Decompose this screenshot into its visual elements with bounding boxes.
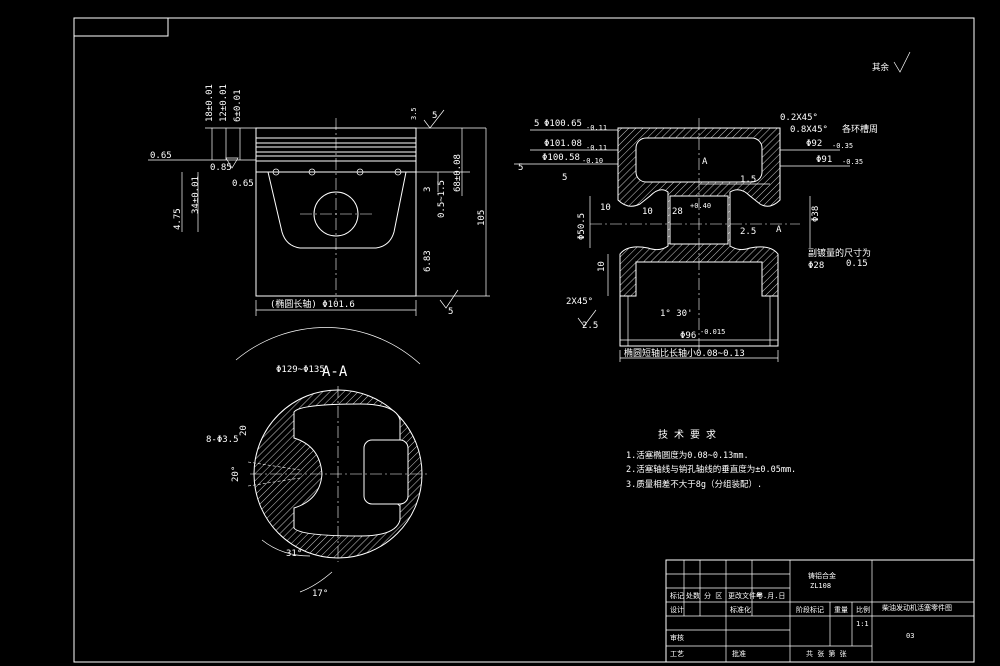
cut-a-right: A bbox=[776, 225, 782, 235]
svg-text:68±0.08: 68±0.08 bbox=[453, 154, 463, 192]
svg-text:副镀量的尺寸为: 副镀量的尺寸为 bbox=[808, 247, 871, 259]
aa-section-view: A-A Φ129~Φ135 8-Φ3.5 20 20° 31° 17° bbox=[206, 327, 430, 599]
svg-text:Φ100.65: Φ100.65 bbox=[544, 119, 582, 129]
svg-text:0.85: 0.85 bbox=[210, 163, 232, 173]
svg-text:(椭圆长轴) Φ101.6: (椭圆长轴) Φ101.6 bbox=[270, 298, 355, 310]
svg-text:更改文件号: 更改文件号 bbox=[728, 591, 763, 600]
cut-a-left: A bbox=[702, 157, 708, 167]
svg-text:0.65: 0.65 bbox=[232, 179, 254, 189]
svg-text:28: 28 bbox=[672, 207, 683, 217]
svg-text:其余: 其余 bbox=[872, 62, 890, 73]
svg-text:年.月.日: 年.月.日 bbox=[756, 591, 785, 600]
svg-text:2.活塞轴线与销孔轴线的垂直度为±0.05mm.: 2.活塞轴线与销孔轴线的垂直度为±0.05mm. bbox=[626, 464, 796, 475]
svg-text:Φ101.08: Φ101.08 bbox=[544, 139, 582, 149]
svg-text:-0.35: -0.35 bbox=[832, 142, 853, 150]
svg-text:+0.40: +0.40 bbox=[690, 202, 711, 210]
svg-text:20: 20 bbox=[239, 425, 249, 436]
svg-text:分 区: 分 区 bbox=[704, 591, 722, 600]
svg-text:重量: 重量 bbox=[834, 606, 848, 614]
svg-text:阶段标记: 阶段标记 bbox=[796, 605, 824, 614]
svg-text:处数: 处数 bbox=[686, 591, 700, 600]
svg-text:1.活塞椭圆度为0.08~0.13mm.: 1.活塞椭圆度为0.08~0.13mm. bbox=[626, 450, 749, 461]
svg-text:20°: 20° bbox=[231, 466, 241, 482]
svg-text:-0.015: -0.015 bbox=[700, 328, 725, 336]
section-view: A A 5 Φ100.65 -0.11 Φ101.08 -0.11 Φ100.5… bbox=[514, 113, 878, 362]
svg-text:3.质量相差不大于8g（分组装配）.: 3.质量相差不大于8g（分组装配）. bbox=[626, 479, 762, 490]
svg-text:0.15: 0.15 bbox=[846, 259, 868, 269]
svg-text:Φ50.5: Φ50.5 bbox=[577, 213, 587, 240]
svg-text:Φ100.58: Φ100.58 bbox=[542, 153, 580, 163]
svg-text:Φ129~Φ135: Φ129~Φ135 bbox=[276, 365, 325, 375]
front-view: 18±0.01 12±0.01 6±0.01 0.65 0.85 0.65 4.… bbox=[148, 84, 490, 317]
svg-text:各环槽周: 各环槽周 bbox=[842, 123, 878, 135]
svg-text:3.5: 3.5 bbox=[410, 107, 418, 120]
svg-text:4.75: 4.75 bbox=[173, 208, 183, 230]
svg-text:8-Φ3.5: 8-Φ3.5 bbox=[206, 435, 239, 445]
svg-text:共 张 第 张: 共 张 第 张 bbox=[806, 649, 847, 658]
aa-title: A-A bbox=[322, 364, 348, 380]
svg-text:0.8X45°: 0.8X45° bbox=[790, 125, 828, 135]
svg-text:5: 5 bbox=[518, 163, 523, 173]
svg-text:10: 10 bbox=[600, 203, 611, 213]
svg-text:2X45°: 2X45° bbox=[566, 297, 593, 307]
svg-text:34±0.01: 34±0.01 bbox=[191, 176, 201, 214]
svg-text:椭圆短轴比长轴小0.08~0.13: 椭圆短轴比长轴小0.08~0.13 bbox=[624, 347, 745, 359]
svg-text:3: 3 bbox=[423, 187, 433, 192]
svg-text:5: 5 bbox=[534, 119, 539, 129]
svg-text:审核: 审核 bbox=[670, 633, 684, 642]
dim-6: 6±0.01 bbox=[233, 89, 243, 122]
drawing-frame bbox=[73, 17, 975, 663]
svg-text:-0.11: -0.11 bbox=[586, 124, 607, 132]
svg-text:Φ91: Φ91 bbox=[816, 155, 832, 165]
svg-text:-0.35: -0.35 bbox=[842, 158, 863, 166]
svg-text:ZL108: ZL108 bbox=[810, 582, 831, 590]
roughness-symbol-general: 其余 bbox=[872, 51, 911, 73]
svg-text:比例: 比例 bbox=[856, 605, 870, 614]
svg-text:2.5: 2.5 bbox=[582, 321, 598, 331]
svg-text:17°: 17° bbox=[312, 589, 328, 599]
dim-18: 18±0.01 bbox=[205, 84, 215, 122]
svg-text:技 术 要 求: 技 术 要 求 bbox=[658, 428, 716, 441]
svg-text:5: 5 bbox=[448, 307, 453, 317]
svg-text:0.2X45°: 0.2X45° bbox=[780, 113, 818, 123]
svg-text:Φ96: Φ96 bbox=[680, 331, 696, 341]
svg-text:批准: 批准 bbox=[732, 649, 746, 658]
svg-text:0.5~1.5: 0.5~1.5 bbox=[437, 180, 447, 218]
svg-text:标记: 标记 bbox=[670, 591, 684, 600]
svg-text:6.83: 6.83 bbox=[423, 250, 433, 272]
svg-text:Φ38: Φ38 bbox=[811, 206, 821, 222]
svg-text:2.5: 2.5 bbox=[740, 227, 756, 237]
dim-12: 12±0.01 bbox=[219, 84, 229, 122]
svg-text:Φ92: Φ92 bbox=[806, 139, 822, 149]
svg-text:1:1: 1:1 bbox=[856, 620, 869, 628]
svg-text:10: 10 bbox=[642, 207, 653, 217]
svg-text:Φ28: Φ28 bbox=[808, 261, 824, 271]
svg-text:-0.11: -0.11 bbox=[586, 144, 607, 152]
svg-text:1.5: 1.5 bbox=[740, 175, 756, 185]
title-block: 铸铝合金 ZL108 柴油发动机活塞零件图 标记 处数 分 区 更改文件号 年.… bbox=[665, 559, 975, 663]
svg-text:03: 03 bbox=[906, 632, 914, 640]
svg-text:10: 10 bbox=[597, 261, 607, 272]
svg-text:5: 5 bbox=[432, 111, 437, 121]
svg-text:5: 5 bbox=[562, 173, 567, 183]
svg-text:105: 105 bbox=[477, 210, 487, 226]
technical-requirements: 技 术 要 求 1.活塞椭圆度为0.08~0.13mm. 2.活塞轴线与销孔轴线… bbox=[626, 428, 796, 490]
svg-text:0.65: 0.65 bbox=[150, 151, 172, 161]
svg-text:31°: 31° bbox=[286, 549, 302, 559]
svg-text:柴油发动机活塞零件图: 柴油发动机活塞零件图 bbox=[882, 603, 952, 612]
svg-text:-0.10: -0.10 bbox=[582, 157, 603, 165]
svg-text:工艺: 工艺 bbox=[670, 650, 684, 658]
svg-text:标准化: 标准化 bbox=[730, 605, 751, 614]
svg-text:铸铝合金: 铸铝合金 bbox=[808, 571, 836, 580]
svg-text:设计: 设计 bbox=[670, 605, 684, 614]
svg-text:1° 30': 1° 30' bbox=[660, 309, 693, 319]
